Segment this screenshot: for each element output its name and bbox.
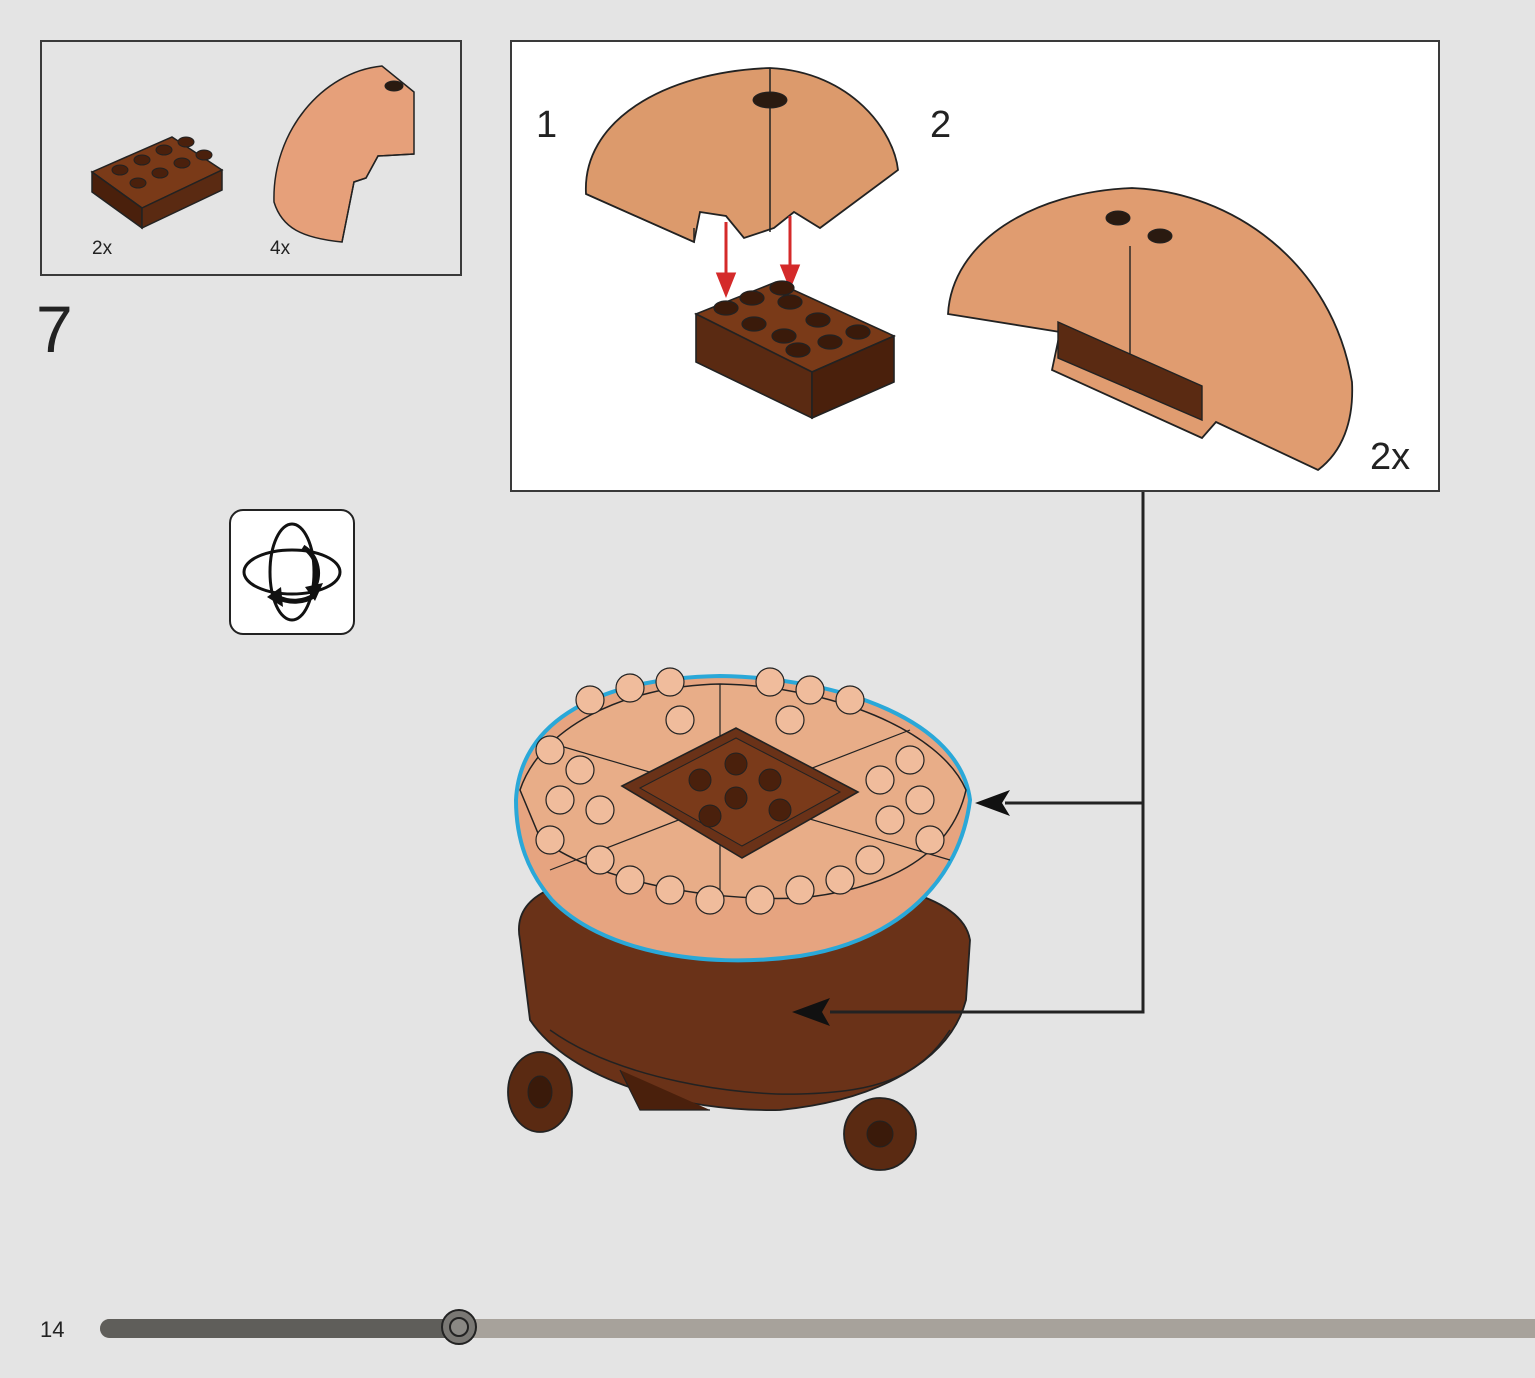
parts-list-box: 2x 4x [40, 40, 462, 276]
substep-2-label: 2 [930, 104, 952, 146]
subassembly-multiplier: 2x [1370, 436, 1411, 478]
tan-slope-part-icon [273, 65, 415, 243]
progress-fill [100, 1319, 459, 1338]
step-number: 7 [36, 292, 73, 366]
substep-1-label: 1 [536, 104, 558, 146]
assembled-dome [947, 187, 1354, 472]
page-number: 14 [40, 1317, 65, 1342]
part-qty-slope: 4x [270, 238, 291, 259]
subassembly-art [585, 67, 1354, 472]
progress-bar[interactable] [100, 1309, 1535, 1345]
main-model-art [507, 667, 973, 1171]
brown-brick-part-icon [90, 136, 224, 230]
tan-slope-pair [585, 67, 899, 244]
brown-brick [694, 280, 896, 420]
insert-arrows [715, 216, 801, 299]
rotate-model-button[interactable] [229, 509, 355, 635]
progress-knob[interactable] [441, 1309, 477, 1345]
parts-list-art [90, 65, 415, 243]
part-qty-brick: 2x [92, 238, 113, 259]
tan-dome-highlighted [513, 667, 973, 963]
rotate-model-icon [242, 522, 342, 622]
subassembly-box: 1 2 2x [510, 40, 1440, 492]
